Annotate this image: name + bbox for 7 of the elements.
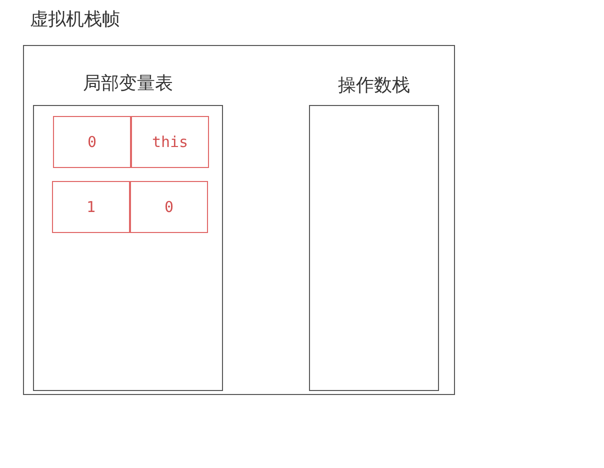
slot-cell: 1 <box>52 181 130 233</box>
frame-title: 虚拟机栈帧 <box>30 8 120 32</box>
section-heading: 操作数栈 <box>338 74 410 98</box>
section-heading: 局部变量表 <box>83 72 173 96</box>
slot-cell: 0 <box>130 181 208 233</box>
slot-cell: 0 <box>53 116 131 168</box>
slot-cell: this <box>131 116 209 168</box>
